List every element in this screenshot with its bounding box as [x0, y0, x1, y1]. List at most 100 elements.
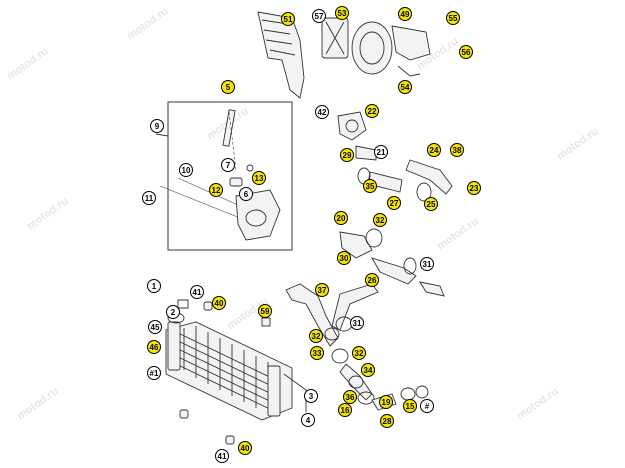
callout-24: 24 [427, 143, 441, 157]
callout-31: 31 [420, 257, 434, 271]
callout-16: 16 [338, 403, 352, 417]
callout-number: # [425, 402, 430, 411]
callout-circle [281, 12, 295, 26]
watermark-text: motod.ru [435, 215, 481, 252]
callout-13: 13 [252, 171, 266, 185]
callout-20: 20 [334, 211, 348, 225]
callout-circle [387, 196, 401, 210]
callout-circle [420, 399, 434, 413]
callout-circle [350, 316, 364, 330]
callout-46: 46 [147, 340, 161, 354]
callout-circle [166, 305, 180, 319]
callout-number: 37 [318, 286, 327, 295]
callout-number: 19 [382, 398, 391, 407]
callout-number: 11 [145, 194, 154, 203]
watermark-text: motod.ru [25, 195, 71, 232]
callout-32: 32 [352, 346, 366, 360]
callout-hash1: #1 [147, 366, 161, 380]
callout-57: 57 [312, 9, 326, 23]
callout-number: 40 [215, 299, 224, 308]
callout-circle [424, 197, 438, 211]
callout-number: 6 [244, 190, 249, 199]
callout-number: 23 [470, 184, 479, 193]
callout-number: 57 [315, 12, 324, 21]
callout-number: 25 [427, 200, 436, 209]
callout-11: 11 [142, 191, 156, 205]
callout-19: 19 [379, 395, 393, 409]
callout-circle [239, 187, 253, 201]
callout-number: 36 [346, 393, 355, 402]
callout-circle [312, 9, 326, 23]
callout-number: 53 [338, 9, 347, 18]
callout-circle [190, 285, 204, 299]
callout-circle [343, 390, 357, 404]
callout-55: 55 [446, 11, 460, 25]
callout-circle [315, 105, 329, 119]
callout-4: 4 [301, 413, 315, 427]
callout-number: 41 [218, 452, 227, 461]
callout-number: 24 [430, 146, 439, 155]
callout-26: 26 [365, 273, 379, 287]
callout-number: 32 [312, 332, 321, 341]
callout-40: 40 [238, 441, 252, 455]
callout-51: 51 [281, 12, 295, 26]
callout-number: 29 [343, 151, 352, 160]
callout-number: 32 [355, 349, 364, 358]
callout-41: 41 [215, 449, 229, 463]
callout-circle [309, 329, 323, 343]
callout-number: 7 [226, 161, 231, 170]
callout-3: 3 [304, 389, 318, 403]
callout-circle [304, 389, 318, 403]
callout-circle [365, 104, 379, 118]
callout-number: 46 [150, 343, 159, 352]
watermark-text: motod.ru [15, 385, 61, 422]
callout-number: 16 [341, 406, 350, 415]
callout-number: 3 [309, 392, 314, 401]
callout-number: 56 [462, 48, 471, 57]
callout-32: 32 [373, 213, 387, 227]
callout-56: 56 [459, 45, 473, 59]
callout-number: 1 [152, 282, 157, 291]
callout-circle [221, 158, 235, 172]
callout-number: 35 [366, 182, 375, 191]
callout-1: 1 [147, 279, 161, 293]
callout-number: 55 [449, 14, 458, 23]
callout-40: 40 [212, 296, 226, 310]
callout-circle [212, 296, 226, 310]
watermark-text: motod.ru [555, 125, 601, 162]
callout-number: 32 [376, 216, 385, 225]
detail-box [167, 101, 293, 251]
callout-circle [334, 211, 348, 225]
callout-27: 27 [387, 196, 401, 210]
callout-23: 23 [467, 181, 481, 195]
callout-10: 10 [179, 163, 193, 177]
callout-circle [301, 413, 315, 427]
callout-circle [361, 363, 375, 377]
callout-number: 42 [318, 108, 327, 117]
callout-circle [335, 6, 349, 20]
callout-35: 35 [363, 179, 377, 193]
callout-12: 12 [209, 183, 223, 197]
callout-6: 6 [239, 187, 253, 201]
callout-31: 31 [350, 316, 364, 330]
callout-15: 15 [403, 399, 417, 413]
callout-54: 54 [398, 80, 412, 94]
callout-circle [380, 414, 394, 428]
callout-21: 21 [374, 145, 388, 159]
callout-circle [147, 340, 161, 354]
callout-number: 2 [171, 308, 176, 317]
callout-number: 49 [401, 10, 410, 19]
callout-circle [338, 403, 352, 417]
callout-circle [179, 163, 193, 177]
callout-circle [215, 449, 229, 463]
fan-shroud-group [257, 11, 431, 99]
callout-circle [446, 11, 460, 25]
callout-circle [315, 283, 329, 297]
callout-number: 15 [406, 402, 415, 411]
callout-41: 41 [190, 285, 204, 299]
callout-32: 32 [309, 329, 323, 343]
callout-circle [209, 183, 223, 197]
callout-38: 38 [450, 143, 464, 157]
watermark-text: motod.ru [125, 5, 171, 42]
